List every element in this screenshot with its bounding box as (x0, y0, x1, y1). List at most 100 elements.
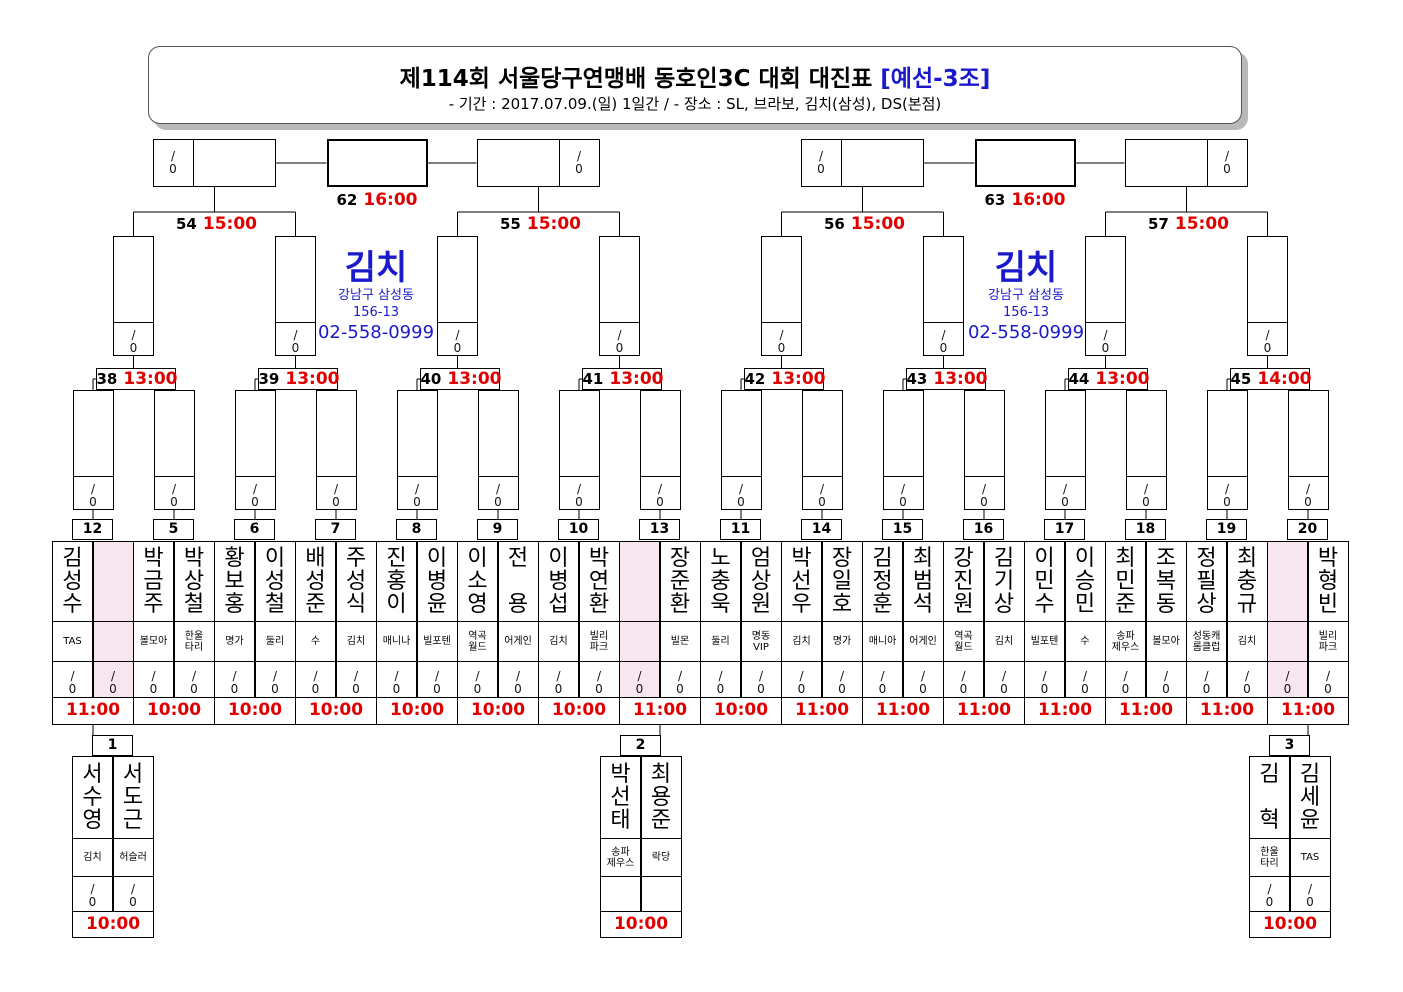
round1-winner-box-score: / 0 (396, 476, 438, 510)
name-char: 영 (82, 808, 103, 833)
name-char: 원 (750, 592, 772, 617)
name-char: 정 (872, 569, 893, 594)
match-number: 8 (396, 519, 437, 540)
round1-winner-box-score: / 0 (558, 476, 600, 510)
player-club: 빌리 파크 (1307, 621, 1349, 662)
player-score: / 0 (214, 661, 255, 698)
name-char: 최 (1236, 546, 1258, 571)
match-time: 10:00 (214, 697, 296, 725)
name-char: 세 (1299, 785, 1321, 810)
player-club (92, 621, 134, 662)
player-score: / 0 (578, 661, 620, 698)
quarter-winner-box-body (599, 236, 640, 323)
name-char: 민 (1115, 569, 1136, 594)
round1-winner-box-body (882, 390, 924, 477)
match-time: 11:00 (52, 697, 134, 725)
match-number: 5 (153, 519, 194, 540)
name-char: 성 (305, 569, 326, 594)
player-club: 어게인 (497, 621, 539, 662)
name-char: 김 (872, 546, 893, 571)
match-time: 11:00 (619, 697, 701, 725)
match-number: 42 (744, 370, 766, 388)
match-time: 10:00 (295, 697, 377, 725)
round1-winner-box-score: / 0 (1206, 476, 1248, 510)
player-club: 수 (1064, 621, 1106, 662)
venue-address: 강남구 삼성동 (338, 288, 414, 303)
name-char: 성 (62, 569, 83, 594)
player-score: / 0 (700, 661, 741, 698)
match-number: 56 (824, 215, 845, 233)
player-club: 역곡 월드 (943, 621, 984, 662)
match-time: 10:00 (376, 697, 458, 725)
quarter-winner-box-score: / 0 (113, 322, 154, 356)
name-char: 윤 (426, 592, 448, 617)
name-char: 철 (183, 592, 205, 617)
player-club: 매니아 (862, 621, 903, 662)
quarter-winner-box-body (1247, 236, 1288, 323)
name-char (1266, 786, 1273, 809)
player-name (1267, 541, 1308, 622)
player-club: 볼모아 (1145, 621, 1187, 662)
round1-winner-box-score: / 0 (72, 476, 114, 510)
name-char: 동 (1155, 592, 1177, 617)
player-club: 한울 타리 (1249, 838, 1290, 877)
match-time: 11:00 (1186, 697, 1268, 725)
player-score: / 0 (1289, 876, 1331, 912)
name-char: 석 (912, 592, 934, 617)
name-char: 승 (1074, 569, 1096, 594)
name-char: 충 (710, 569, 731, 594)
match-time: 13:00 (285, 369, 340, 389)
name-char: 박 (1317, 546, 1339, 571)
player-club: 볼모아 (133, 621, 174, 662)
venue-address-number: 156-13 (1002, 305, 1050, 320)
name-char: 수 (82, 785, 103, 810)
round1-winner-box-body (477, 390, 519, 477)
quarter-winner-box-body (275, 236, 316, 323)
match-number: 20 (1287, 519, 1328, 540)
name-char: 김 (1299, 762, 1321, 787)
player-score: / 0 (112, 876, 154, 912)
player-score: / 0 (72, 876, 113, 912)
round1-winner-box-body (1287, 390, 1329, 477)
round1-winner-box-body (963, 390, 1005, 477)
name-char: 박 (791, 546, 812, 571)
name-char: 김 (62, 546, 83, 571)
match-number: 14 (801, 519, 842, 540)
match-number: 2 (620, 735, 661, 756)
match-number: 57 (1148, 215, 1169, 233)
round1-winner-box-score: / 0 (1044, 476, 1086, 510)
match-time: 10:00 (600, 911, 682, 938)
match-number: 15 (882, 519, 923, 540)
player-club: 송파 제우스 (1105, 621, 1146, 662)
name-char: 원 (953, 592, 974, 617)
match-number: 3 (1269, 735, 1310, 756)
player-score: / 0 (740, 661, 782, 698)
name-char: 진 (386, 546, 407, 571)
venue-address: 강남구 삼성동 (988, 288, 1064, 303)
player-score: / 0 (457, 661, 498, 698)
name-char: 윤 (1299, 808, 1321, 833)
match-time: 10:00 (700, 697, 782, 725)
name-char: 최 (1115, 546, 1136, 571)
quarter-winner-box-body (761, 236, 802, 323)
player-club (619, 621, 660, 662)
round1-winner-box-score: / 0 (801, 476, 843, 510)
player-club: 김치 (1226, 621, 1268, 662)
player-club: 어게인 (902, 621, 944, 662)
page-title: 제114회 서울당구연맹배 동호인3C 대회 대진표[예선-3조] (149, 59, 1241, 93)
name-char: 금 (143, 569, 164, 594)
name-char: 서 (122, 762, 144, 787)
match-time: 13:00 (609, 369, 664, 389)
